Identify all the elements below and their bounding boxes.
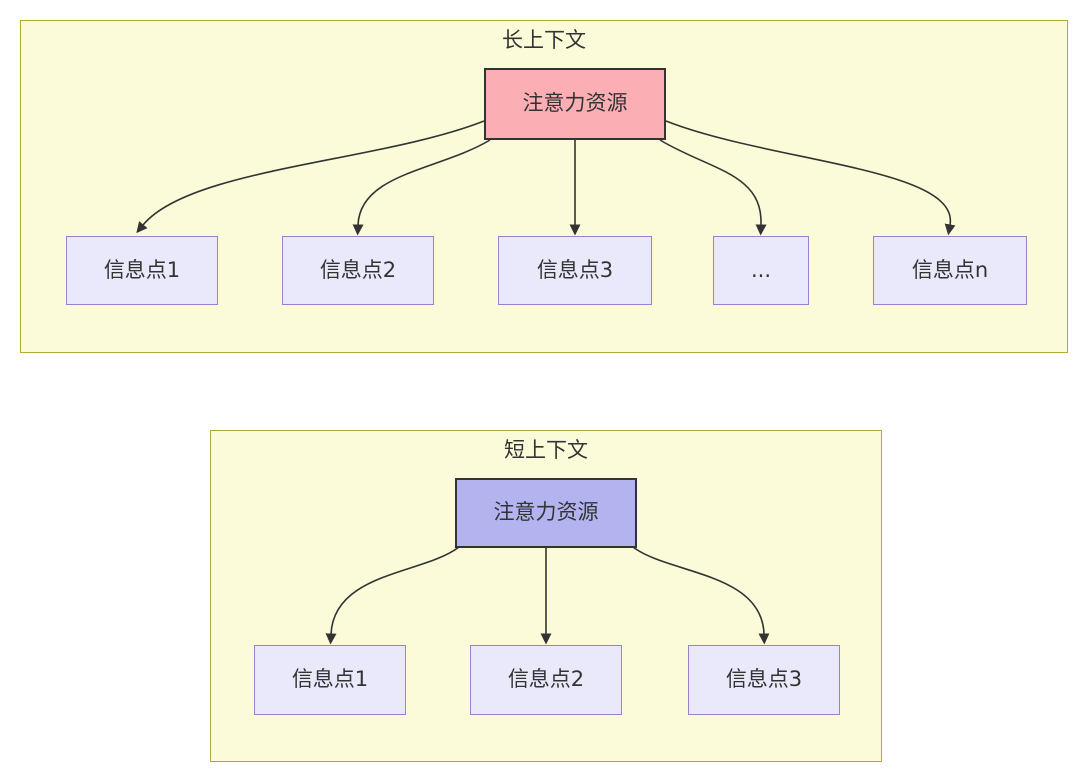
attention-resource-node-long: 注意力资源: [484, 68, 666, 140]
info-node-short-1: 信息点1: [254, 645, 406, 715]
long-context-title: 长上下文: [502, 28, 586, 52]
info-node-long-1: 信息点1: [66, 236, 218, 305]
info-node-short-2: 信息点2: [470, 645, 622, 715]
info-node-long-ellipsis: ...: [713, 236, 809, 305]
info-node-long-3: 信息点3: [498, 236, 652, 305]
info-node-long-n: 信息点n: [873, 236, 1027, 305]
info-node-long-2: 信息点2: [282, 236, 434, 305]
attention-resource-node-short: 注意力资源: [455, 478, 637, 548]
short-context-title: 短上下文: [504, 438, 588, 462]
info-node-short-3: 信息点3: [688, 645, 840, 715]
